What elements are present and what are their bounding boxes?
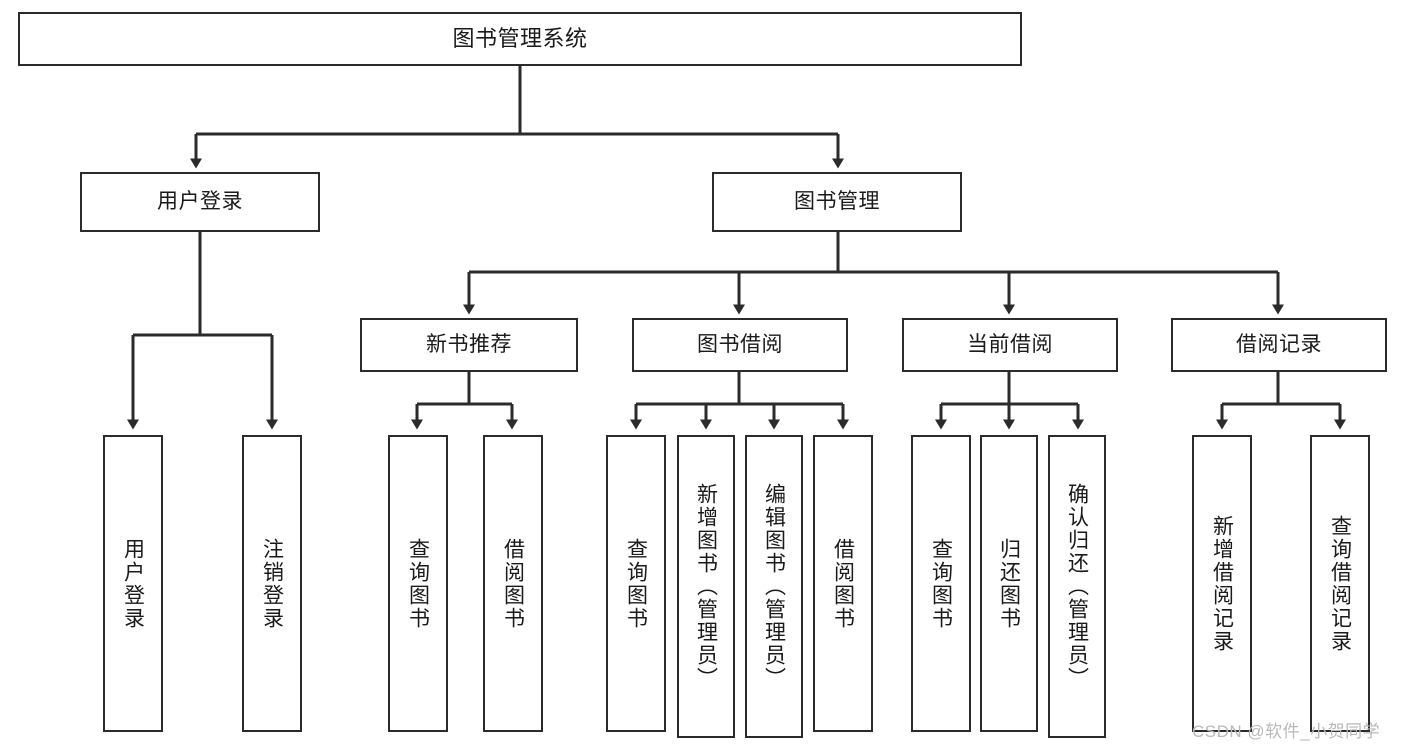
node-label: 归还图书 — [997, 537, 1021, 630]
node-label: 用户登录 — [121, 537, 145, 630]
leaf-return-book[interactable]: 归还图书 — [980, 435, 1038, 732]
leaf-edit-book-admin[interactable]: 编辑图书（管理员） — [745, 435, 803, 738]
watermark: CSDN @软件_小贺同学 — [1192, 722, 1381, 741]
node-label: 查询图书 — [929, 537, 953, 630]
node-book-borrow[interactable]: 图书借阅 — [632, 318, 848, 372]
leaf-borrow-book-recommend[interactable]: 借阅图书 — [483, 435, 543, 732]
leaf-query-borrow-record[interactable]: 查询借阅记录 — [1310, 435, 1370, 732]
leaf-borrow-book[interactable]: 借阅图书 — [813, 435, 873, 732]
node-label: 确认归还（管理员） — [1065, 483, 1089, 690]
node-label: 新增借阅记录 — [1210, 514, 1234, 653]
leaf-confirm-return-admin[interactable]: 确认归还（管理员） — [1048, 435, 1106, 738]
node-borrow-record[interactable]: 借阅记录 — [1171, 318, 1387, 372]
node-new-book-recommend[interactable]: 新书推荐 — [360, 318, 578, 372]
node-label: 用户登录 — [157, 189, 243, 213]
node-label: 查询图书 — [406, 537, 430, 630]
node-root[interactable]: 图书管理系统 — [18, 12, 1022, 66]
node-label: 查询图书 — [624, 537, 648, 630]
node-label: 新增图书（管理员） — [694, 483, 718, 690]
node-label: 图书管理 — [794, 189, 880, 213]
node-label: 借阅记录 — [1236, 332, 1322, 356]
node-label: 查询借阅记录 — [1328, 514, 1352, 653]
leaf-user-login[interactable]: 用户登录 — [103, 435, 163, 732]
node-label: 借阅图书 — [831, 537, 855, 630]
leaf-query-book-recommend[interactable]: 查询图书 — [388, 435, 448, 732]
node-label: 编辑图书（管理员） — [762, 483, 786, 690]
node-label: 借阅图书 — [501, 537, 525, 630]
node-current-borrow[interactable]: 当前借阅 — [902, 318, 1118, 372]
node-label: 注销登录 — [260, 537, 284, 630]
leaf-query-book-borrow[interactable]: 查询图书 — [606, 435, 666, 732]
leaf-logout-login[interactable]: 注销登录 — [242, 435, 302, 732]
leaf-add-book-admin[interactable]: 新增图书（管理员） — [677, 435, 735, 738]
node-label: 新书推荐 — [426, 332, 512, 356]
node-label: 当前借阅 — [967, 332, 1053, 356]
leaf-add-borrow-record[interactable]: 新增借阅记录 — [1192, 435, 1252, 732]
node-label: 图书管理系统 — [452, 26, 588, 52]
leaf-query-book-current[interactable]: 查询图书 — [911, 435, 971, 732]
node-user-login[interactable]: 用户登录 — [80, 172, 320, 232]
node-book-management[interactable]: 图书管理 — [712, 172, 962, 232]
node-label: 图书借阅 — [697, 332, 783, 356]
